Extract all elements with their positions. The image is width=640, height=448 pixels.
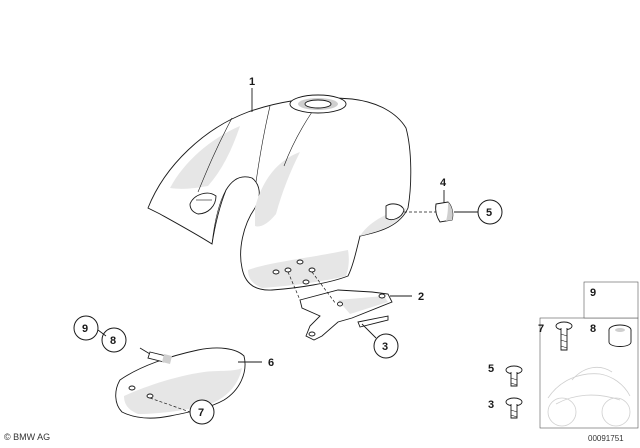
- grommet-part-8[interactable]: [608, 324, 632, 347]
- callout-circle-3[interactable]: [373, 333, 399, 359]
- callout-circle-5[interactable]: [477, 199, 503, 225]
- screw-part-5[interactable]: [505, 365, 523, 387]
- clip-part-4[interactable]: [435, 201, 454, 223]
- dashed-line-bracket-a: [287, 271, 301, 301]
- callout-7: 7: [198, 407, 204, 419]
- copyright-text: © BMW AG: [4, 432, 51, 442]
- kit-label-3[interactable]: 3: [488, 399, 494, 411]
- fuel-tank[interactable]: [147, 94, 412, 291]
- label-1[interactable]: 1: [249, 76, 255, 88]
- kit-label-8[interactable]: 8: [590, 323, 596, 335]
- kit-box-9: [583, 281, 639, 319]
- callout-3: 3: [382, 341, 388, 353]
- screw-part-8[interactable]: [139, 347, 172, 364]
- screw-part-7[interactable]: [555, 321, 573, 351]
- diagram-code: 00091751: [588, 434, 624, 443]
- kit-label-9[interactable]: 9: [590, 287, 596, 299]
- dashed-line-7: [149, 397, 191, 413]
- callout-circle-8[interactable]: [101, 327, 127, 353]
- leader-9: [97, 329, 107, 337]
- bracket-part-2[interactable]: [299, 289, 393, 341]
- dashed-line-bracket-b: [311, 271, 337, 305]
- callout-5: 5: [486, 207, 492, 219]
- label-4[interactable]: 4: [440, 177, 447, 189]
- callout-9: 9: [82, 323, 88, 335]
- callout-8: 8: [110, 335, 116, 347]
- callout-circle-7[interactable]: [189, 399, 215, 425]
- leader-3: [361, 323, 377, 339]
- cover-part-6[interactable]: [115, 347, 246, 419]
- callout-circle-9[interactable]: [73, 315, 99, 341]
- screw-part-3[interactable]: [505, 397, 523, 419]
- label-6[interactable]: 6: [268, 357, 274, 369]
- label-2[interactable]: 2: [418, 291, 424, 303]
- small-parts-kit: 9 8 7 5 3: [488, 281, 639, 429]
- kit-label-5[interactable]: 5: [488, 363, 494, 375]
- motorcycle-silhouette: [547, 366, 631, 427]
- kit-label-7[interactable]: 7: [538, 323, 544, 335]
